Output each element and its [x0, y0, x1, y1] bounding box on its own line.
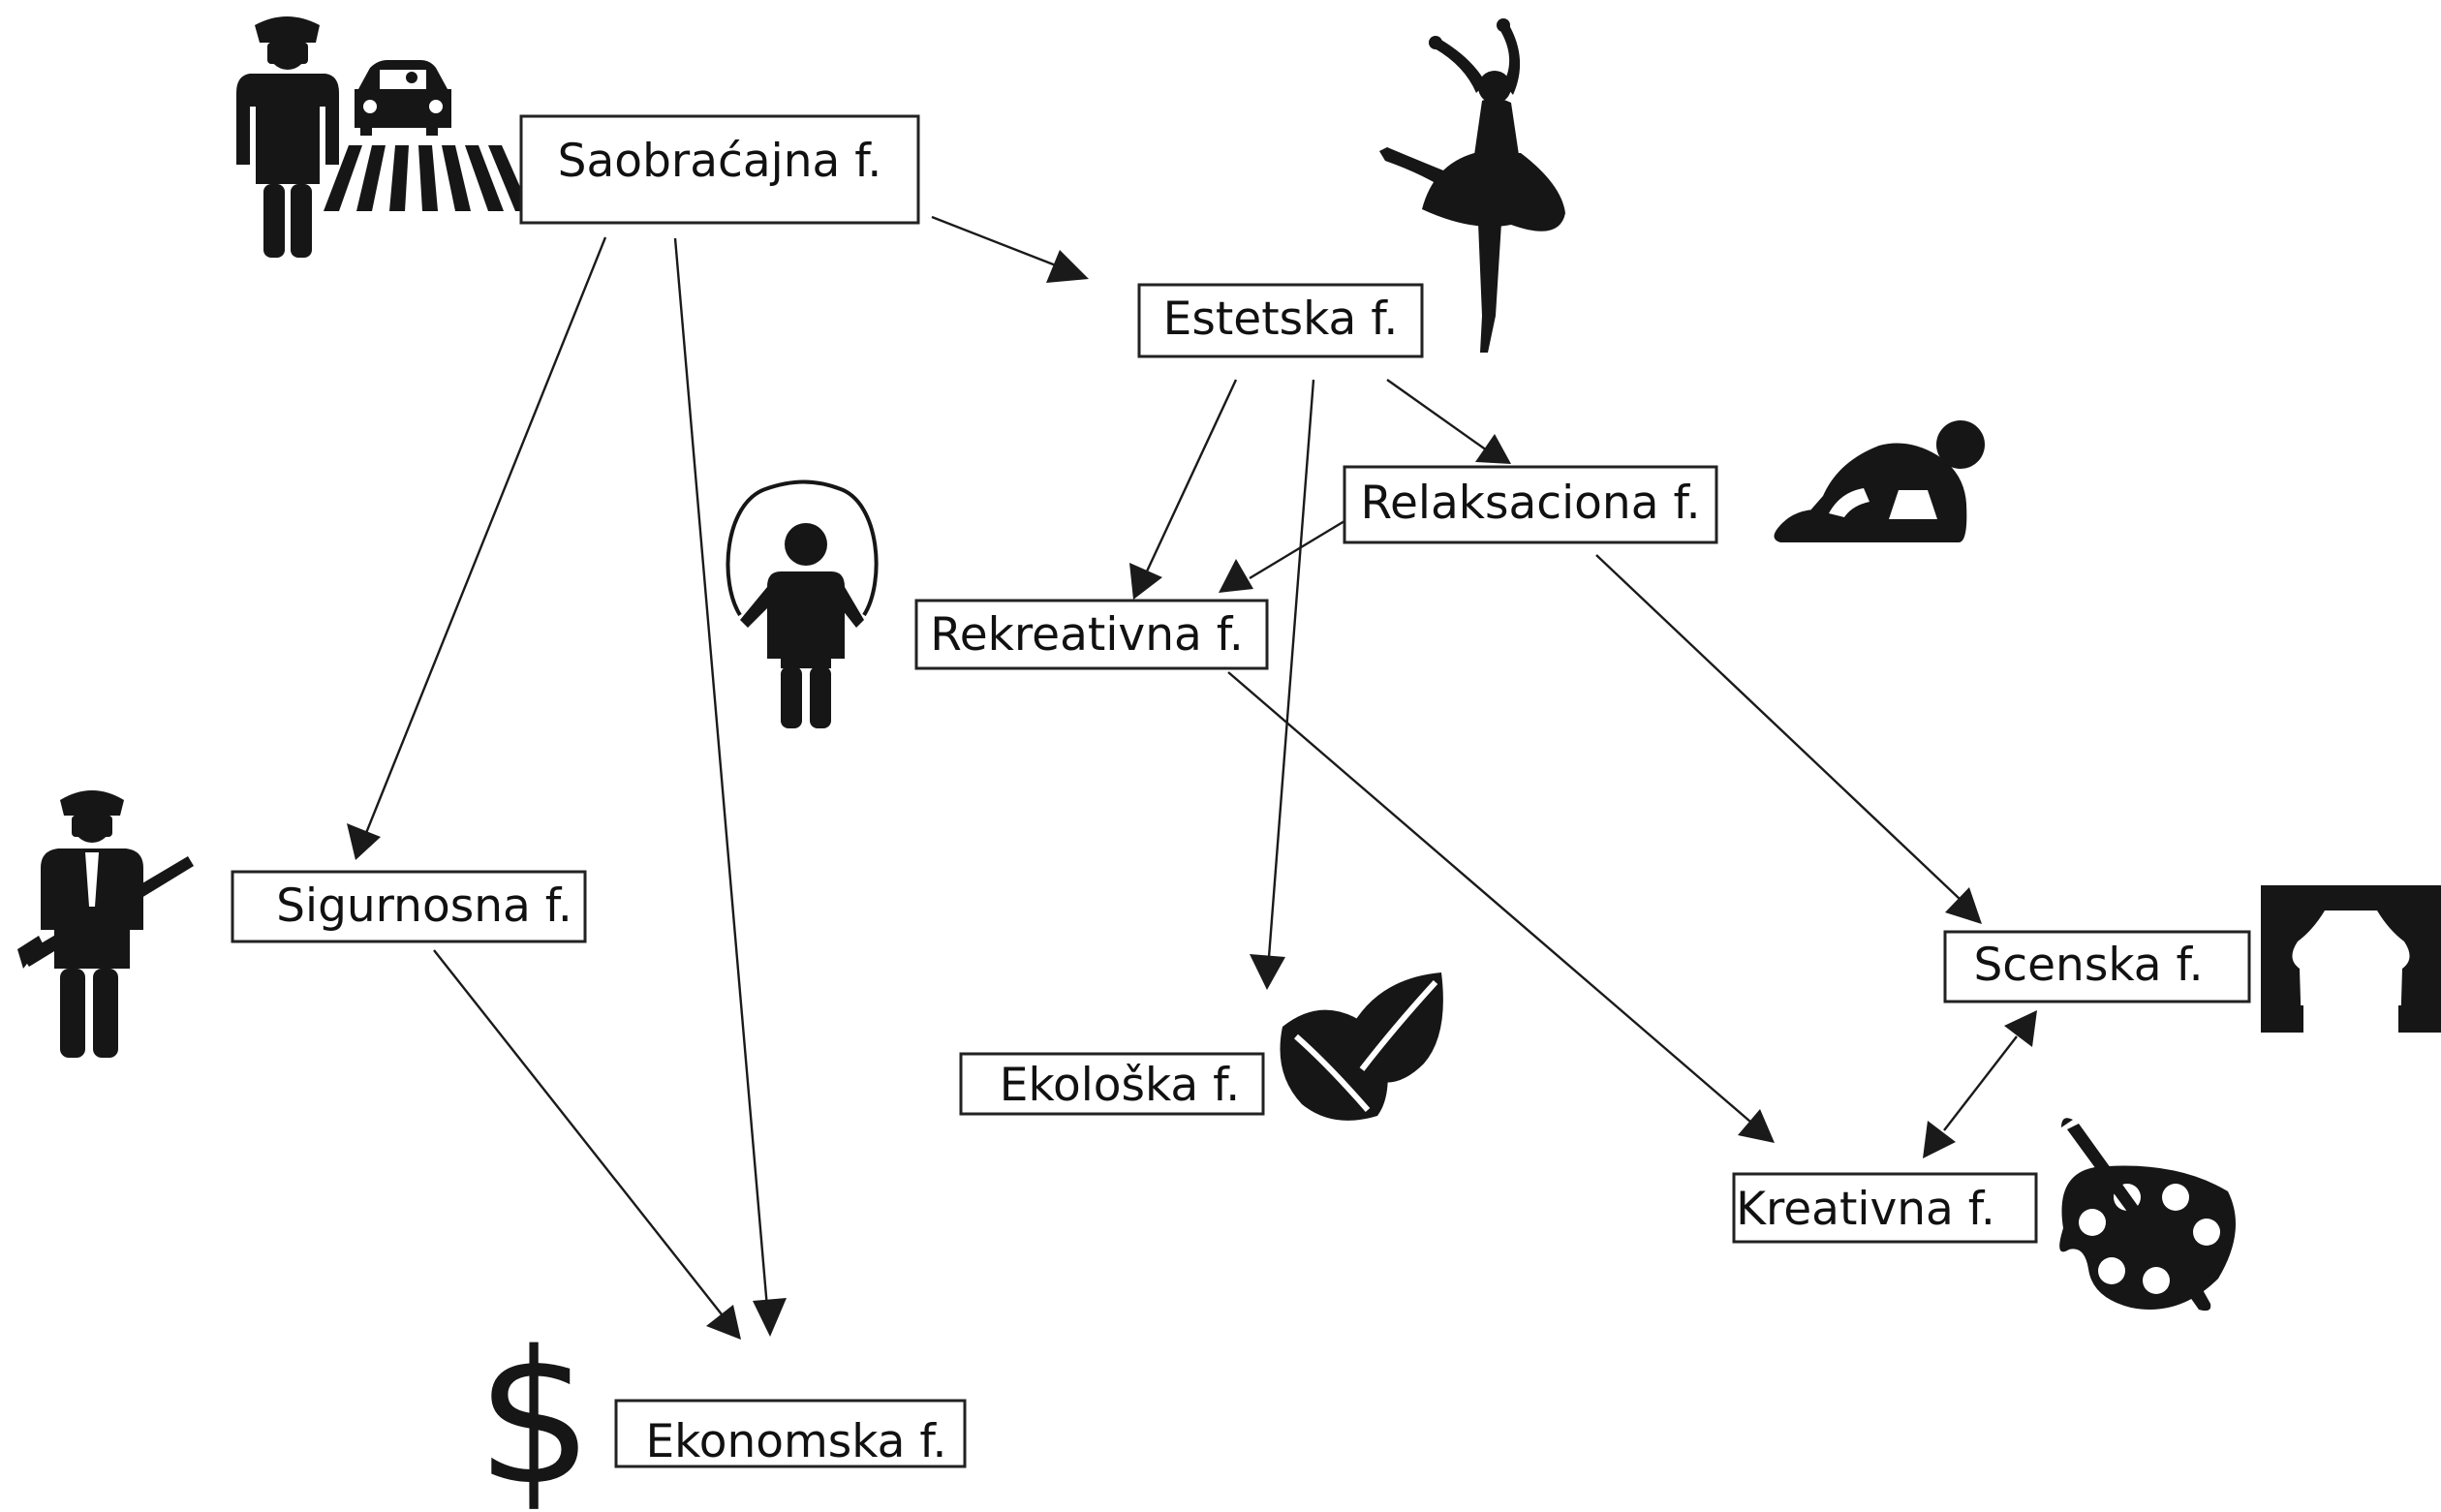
edge-relaksaciona-rekreativna — [1219, 519, 1345, 593]
edge-saobracajna-sigurnosna — [347, 236, 607, 860]
edge-estetska-relaksaciona — [1386, 379, 1511, 464]
traffic-police-car-crosswalk-icon — [236, 16, 531, 258]
node-rekreativna: Rekreativna f. — [914, 599, 1269, 670]
paint-palette-brush-icon — [2059, 1118, 2236, 1311]
node-label-saobracajna: Saobraćajna f. — [558, 135, 882, 188]
yoga-child-pose-icon — [1774, 420, 1985, 542]
edge-rekreativna-kreativna — [1227, 671, 1775, 1143]
dollar-sign-icon: $ — [477, 1311, 594, 1512]
security-guard-rifle-icon — [17, 790, 194, 1058]
theater-curtain-icon — [2261, 885, 2441, 1033]
jump-rope-person-icon — [726, 479, 879, 728]
diagram-edges — [347, 215, 2037, 1340]
node-ekoloska: Ekološka f. — [959, 1052, 1265, 1116]
node-label-scenska: Scenska f. — [1973, 939, 2203, 992]
edge-saobracajna-estetska — [931, 215, 1089, 283]
node-ekonomska: Ekonomska f. — [614, 1399, 967, 1468]
node-saobracajna: Saobraćajna f. — [519, 114, 920, 225]
node-label-sigurnosna: Sigurnosna f. — [276, 879, 572, 933]
node-label-ekonomska: Ekonomska f. — [645, 1415, 946, 1468]
edge-sigurnosna-ekonomska — [433, 949, 741, 1340]
diagram-nodes: Saobraćajna f. Estetska f. Relaksaciona … — [231, 114, 2251, 1468]
svg-text:$: $ — [477, 1311, 594, 1512]
node-sigurnosna: Sigurnosna f. — [231, 870, 587, 943]
node-scenska: Scenska f. — [1943, 930, 2251, 1003]
node-label-rekreativna: Rekreativna f. — [930, 608, 1244, 662]
node-label-ekoloska: Ekološka f. — [1000, 1059, 1241, 1112]
node-estetska: Estetska f. — [1137, 283, 1424, 358]
leaves-icon — [1280, 972, 1443, 1121]
ballerina-icon — [1379, 18, 1565, 353]
node-label-relaksaciona: Relaksaciona f. — [1360, 477, 1700, 530]
node-label-kreativna: Kreativna f. — [1736, 1183, 1995, 1236]
node-relaksaciona: Relaksaciona f. — [1343, 465, 1718, 544]
edge-saobracajna-ekonomska — [673, 237, 787, 1337]
edge-kreativna-scenska — [1923, 1010, 2037, 1158]
diagram-icons: $ — [17, 16, 2441, 1512]
node-kreativna: Kreativna f. — [1732, 1172, 2038, 1244]
edge-estetska-rekreativna — [1129, 379, 1238, 600]
edge-estetska-ekoloska — [1250, 379, 1315, 990]
edge-relaksaciona-scenska — [1595, 554, 1982, 924]
node-label-estetska: Estetska f. — [1163, 293, 1399, 346]
